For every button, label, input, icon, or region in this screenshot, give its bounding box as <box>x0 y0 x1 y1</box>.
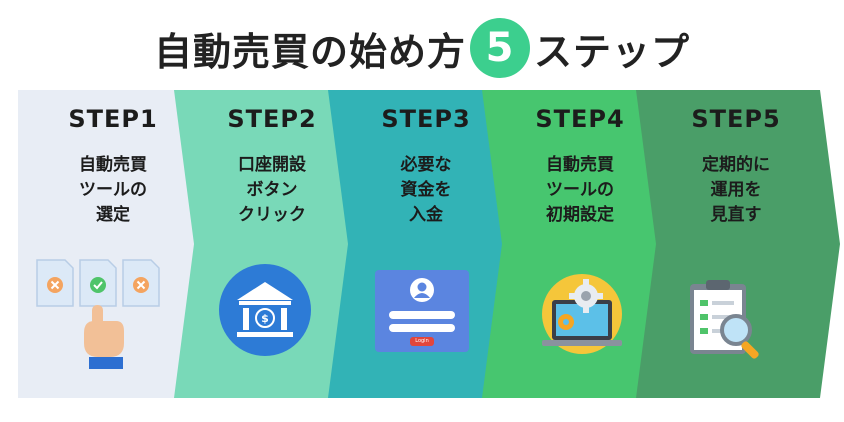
document-left <box>36 259 74 307</box>
step4-arrow <box>482 90 680 398</box>
step-5-description: 定期的に 運用を 見直す <box>702 155 770 225</box>
document-selection-icon <box>36 259 160 369</box>
document-right <box>122 259 160 307</box>
step-2-label: STEP2 <box>227 105 317 133</box>
step-1: STEP1 自動売買 ツールの 選定 <box>38 105 188 228</box>
title-number-badge: 5 <box>470 18 530 78</box>
gear-icon <box>569 279 603 313</box>
step-2-description: 口座開設 ボタン クリック <box>238 155 306 225</box>
step5-arrow <box>636 90 840 398</box>
magnifier-icon <box>720 314 759 359</box>
page-title: 自動売買の始め方 5 ステップ <box>0 18 844 78</box>
pointing-hand <box>84 305 124 369</box>
step-3-description: 必要な 資金を 入金 <box>400 155 452 225</box>
step-4: STEP4 自動売買 ツールの 初期設定 <box>505 105 655 228</box>
login-button: Login <box>415 338 429 344</box>
step-3: STEP3 必要な 資金を 入金 <box>351 105 501 228</box>
clipboard-search-icon <box>690 280 759 359</box>
step-4-description: 自動売買 ツールの 初期設定 <box>546 155 614 225</box>
title-text-before: 自動売買の始め方 <box>153 29 466 74</box>
document-center <box>79 259 117 307</box>
step-1-label: STEP1 <box>68 105 158 133</box>
svg-text:$: $ <box>261 312 269 325</box>
step-5: STEP5 定期的に 運用を 見直す <box>661 105 811 228</box>
step-1-description: 自動売買 ツールの 選定 <box>79 155 147 225</box>
step-3-label: STEP3 <box>381 105 471 133</box>
step-2: STEP2 口座開設 ボタン クリック <box>197 105 347 228</box>
laptop-gear-icon <box>542 274 622 354</box>
step1-arrow <box>18 90 218 398</box>
step-4-label: STEP4 <box>535 105 625 133</box>
login-form-icon <box>375 270 469 352</box>
step-5-label: STEP5 <box>691 105 781 133</box>
bank-icon: $ <box>219 264 311 356</box>
title-text-after: ステップ <box>534 29 691 74</box>
small-gear-icon <box>558 314 574 330</box>
